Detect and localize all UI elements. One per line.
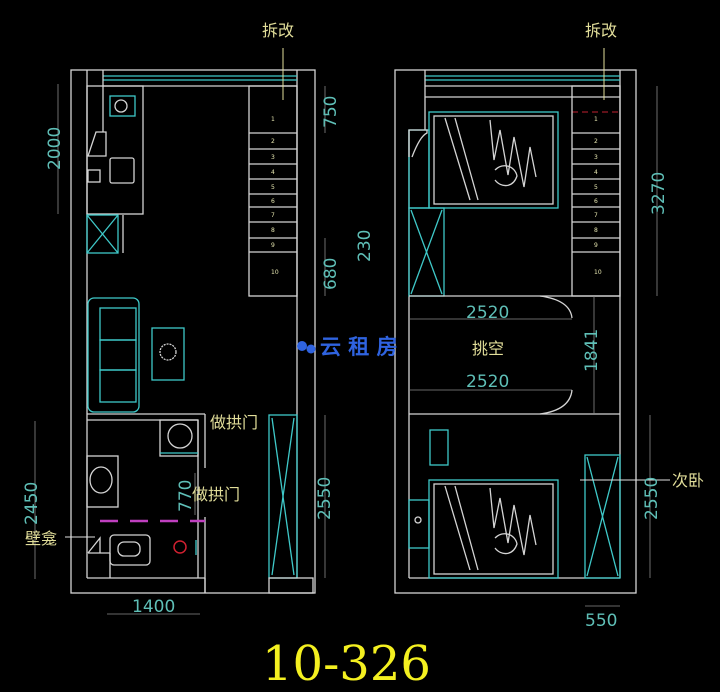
watermark: 云 租 房 [297, 335, 398, 359]
stair-step-number: 6 [271, 198, 275, 205]
stair-step-number: 4 [271, 169, 275, 176]
niche-label: 壁龛 [25, 529, 57, 548]
arch-door-label: 做拱门 [192, 485, 240, 504]
sofa-icon [87, 297, 140, 413]
stair-step-number: 4 [594, 169, 598, 176]
stair-step-number: 1 [594, 116, 598, 123]
chat-bubble-icon [297, 341, 307, 351]
dimension-770: 770 [176, 480, 196, 512]
dimension-2550: 2550 [642, 477, 662, 520]
stair-step-number: 3 [271, 154, 275, 161]
second-bedroom-label: 次卧 [672, 471, 704, 490]
door-swing-icon [87, 131, 107, 157]
unit-title: 10-326 [262, 636, 431, 692]
stair-step-number: 3 [594, 154, 598, 161]
dimension-1400: 1400 [132, 597, 175, 617]
stair-step-number: 8 [271, 227, 275, 234]
stair-step-number: 2 [594, 138, 598, 145]
basin-icon [86, 455, 119, 508]
kitchen-counter [86, 85, 144, 215]
closet [408, 499, 430, 549]
stair-step-number: 7 [271, 212, 275, 219]
coffee-table-icon [151, 327, 185, 381]
stair-step-number: 5 [594, 184, 598, 191]
upper-floor-plan: 1 2 3 4 5 6 7 8 9 10 [394, 48, 670, 607]
demolish-label: 拆改 [262, 21, 294, 40]
stove-icon [109, 95, 136, 117]
dimension-680: 680 [321, 258, 341, 290]
stair-step-number: 7 [594, 212, 598, 219]
bed-icon [428, 111, 559, 209]
sink-icon [109, 157, 135, 184]
watermark-text: 云 租 房 [320, 335, 398, 359]
dimension-2550: 2550 [315, 477, 335, 520]
stair-step-number: 10 [594, 269, 602, 276]
dimension-750: 750 [321, 96, 341, 128]
dimension-3270: 3270 [649, 172, 669, 215]
arch-door-label: 做拱门 [210, 413, 258, 432]
outer-wall [70, 69, 316, 594]
dimension-2520: 2520 [466, 372, 509, 392]
dimension-2450: 2450 [22, 482, 42, 525]
stair-step-number: 5 [271, 184, 275, 191]
outer-wall [394, 69, 637, 594]
washing-machine-icon [159, 419, 199, 457]
stair-step-number: 9 [594, 242, 598, 249]
dimension-2000: 2000 [45, 127, 65, 170]
toilet-icon [109, 534, 151, 566]
stair-step-number: 6 [594, 198, 598, 205]
bed-icon [428, 479, 559, 579]
shower-icon [173, 540, 187, 554]
fridge-icon [86, 214, 119, 254]
dimension-1841: 1841 [582, 329, 602, 372]
dimension-550: 550 [585, 611, 617, 631]
wardrobe-icon [584, 454, 621, 579]
stair-step-number: 1 [271, 116, 275, 123]
lower-floor-plan: 1 2 3 4 5 6 7 8 9 10 [34, 48, 326, 615]
stair-step-number: 9 [271, 242, 275, 249]
void-label: 挑空 [472, 339, 504, 358]
stair-step-number: 2 [271, 138, 275, 145]
stair-step-number: 10 [271, 269, 279, 276]
dimension-2520: 2520 [466, 303, 509, 323]
dimension-230: 230 [355, 230, 375, 262]
demolish-label: 拆改 [585, 21, 617, 40]
staircase [248, 85, 298, 297]
stair-step-number: 8 [594, 227, 598, 234]
desk-icon [429, 429, 449, 466]
